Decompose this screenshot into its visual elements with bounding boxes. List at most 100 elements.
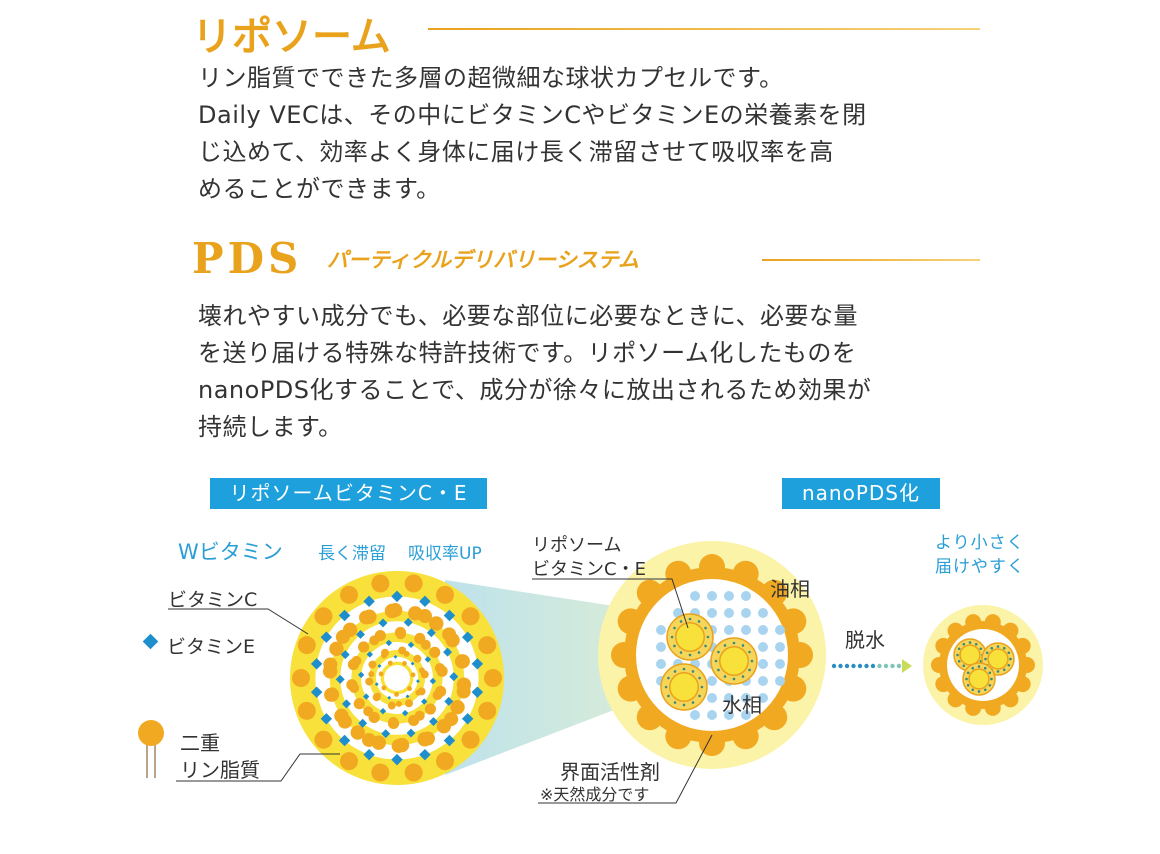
dot xyxy=(732,641,736,645)
vitamin-e-marker xyxy=(416,679,420,684)
water-dot xyxy=(656,659,666,669)
vesicle-core xyxy=(718,645,750,677)
label-phospholipid-2: リン脂質 xyxy=(180,758,260,782)
phospholipid-head xyxy=(420,639,431,650)
phospholipid-head xyxy=(407,686,412,691)
leader-line xyxy=(176,753,340,782)
water-dot xyxy=(707,608,717,618)
water-dot xyxy=(724,608,734,618)
dot xyxy=(990,646,994,650)
vitamin-e-marker xyxy=(358,718,368,728)
dot xyxy=(957,659,961,663)
phospholipid-head xyxy=(404,699,413,708)
dot xyxy=(704,626,707,630)
phospholipid-head xyxy=(361,732,376,747)
water-dot xyxy=(758,642,768,652)
dot xyxy=(1002,668,1006,672)
heading-liposome: リポソーム xyxy=(192,13,391,60)
phospholipid-head xyxy=(387,660,393,666)
dot xyxy=(996,645,1000,648)
dot xyxy=(971,666,975,670)
dot xyxy=(700,685,704,689)
small-nano-pds-particle-icon xyxy=(923,605,1043,725)
phospholipid-head xyxy=(357,641,370,653)
phospholipid-head xyxy=(314,730,333,749)
dot xyxy=(679,651,683,654)
vitamin-e-marker xyxy=(393,654,398,659)
phospholipid-head xyxy=(450,699,465,715)
vitamin-e-marker xyxy=(320,713,333,725)
arrow-dot xyxy=(857,663,863,669)
dot xyxy=(714,659,718,663)
phospholipid-head xyxy=(414,710,425,721)
phospholipid-head xyxy=(314,607,333,626)
phospholipid-head xyxy=(359,610,374,625)
dot xyxy=(741,644,745,647)
phospholipid-head xyxy=(461,730,480,749)
label-dehydration: 脱水 xyxy=(845,628,885,652)
phospholipid-head xyxy=(329,641,344,657)
phospholipid-head xyxy=(432,690,443,701)
arrow-dot xyxy=(890,663,895,669)
dot xyxy=(717,650,720,654)
heading-rule xyxy=(428,28,980,30)
liposome-description: リン脂質でできた多層の超微細な球状カプセルです。 Daily VECは、その中に… xyxy=(198,60,867,208)
dot xyxy=(966,671,970,675)
water-dot xyxy=(741,608,751,618)
dot xyxy=(704,644,707,648)
vitamin-e-diamond-icon xyxy=(142,633,159,650)
phospholipid-head xyxy=(418,609,433,624)
water-dot xyxy=(741,693,751,703)
arrow-dot xyxy=(844,663,850,669)
label-smaller-1: より小さく xyxy=(935,533,1025,553)
phospholipid-icon xyxy=(138,720,164,778)
dot xyxy=(723,644,727,647)
dot xyxy=(979,647,983,651)
phospholipid-head xyxy=(381,685,387,691)
dot xyxy=(697,620,701,623)
phospholipid-head xyxy=(378,671,384,677)
phospholipid-head xyxy=(324,687,339,702)
water-dot xyxy=(690,591,700,601)
vitamin-e-marker xyxy=(405,694,410,699)
phospholipid-head xyxy=(478,701,497,720)
phospholipid-head xyxy=(442,627,457,642)
water-dot xyxy=(724,693,734,703)
dot xyxy=(691,701,695,704)
vitamin-e-marker xyxy=(429,717,438,726)
dot xyxy=(965,677,968,681)
phospholipid-head xyxy=(297,636,316,655)
water-dot xyxy=(707,676,717,686)
water-dot xyxy=(707,710,717,720)
vitamin-e-marker xyxy=(471,658,484,670)
water-dot xyxy=(656,625,666,635)
phospholipid-head xyxy=(388,716,399,727)
phospholipid-head xyxy=(395,700,402,707)
nano-pds-particle-icon xyxy=(598,541,826,769)
zoom-beam xyxy=(445,580,640,775)
dot xyxy=(988,683,992,687)
vitamin-e-marker xyxy=(377,664,382,668)
vitamin-e-marker xyxy=(406,728,416,738)
feature-long-stay: 長く滞留 xyxy=(318,544,386,564)
water-dot xyxy=(741,591,751,601)
water-dot xyxy=(741,710,751,720)
phospholipid-head xyxy=(369,635,380,646)
dot xyxy=(688,653,692,657)
phospholipid-head xyxy=(363,706,374,717)
phospholipid-head xyxy=(455,654,470,669)
dot xyxy=(985,651,989,655)
water-dot xyxy=(707,591,717,601)
phospholipid-head xyxy=(420,731,435,746)
text-line: じ込めて、効率よく身体に届け長く滞留させて吸収率を高 xyxy=(198,138,834,166)
phospholipid-head xyxy=(404,763,423,782)
dot xyxy=(984,657,987,661)
vitamin-e-marker xyxy=(443,609,456,622)
vitamin-e-marker xyxy=(444,696,454,706)
leader-line xyxy=(532,578,689,629)
vesicle-core xyxy=(959,644,981,666)
dot xyxy=(673,626,676,630)
arrow-dot xyxy=(864,663,869,669)
water-dot xyxy=(724,710,734,720)
dot xyxy=(679,620,683,623)
